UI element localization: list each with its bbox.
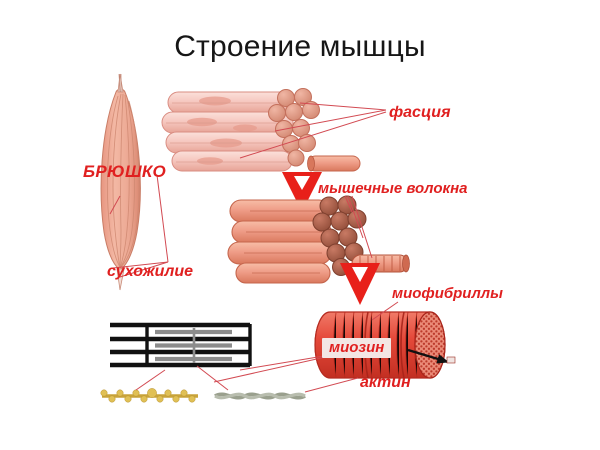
leader-tendon [112, 174, 169, 278]
muscle-bundle-top [161, 88, 361, 172]
label-fascia: фасция [389, 104, 451, 121]
label-myosin: миозин [322, 338, 392, 358]
label-muscle-fibers: мышечные волокна [318, 180, 468, 197]
leader-myofibrils [371, 301, 399, 321]
label-actin: актин [360, 374, 411, 391]
actin-strand [214, 392, 306, 400]
leader-fibers [344, 195, 373, 259]
myosin-strand [100, 388, 198, 403]
sarcomere-schematic [110, 322, 252, 368]
label-myofibrils: миофибриллы [392, 285, 503, 302]
muscle-belly-illustration [100, 73, 141, 291]
page-title: Строение мышцы [174, 30, 426, 63]
arrow-bundle-to-fibers [282, 172, 322, 212]
label-tendon: сухожилие [107, 263, 194, 280]
arrow-fibers-to-myofibril [340, 263, 380, 305]
leader-belly [109, 195, 121, 215]
label-belly: БРЮШКО [83, 162, 166, 181]
leader-fascia [239, 102, 387, 159]
muscle-bundle-middle [227, 195, 410, 284]
